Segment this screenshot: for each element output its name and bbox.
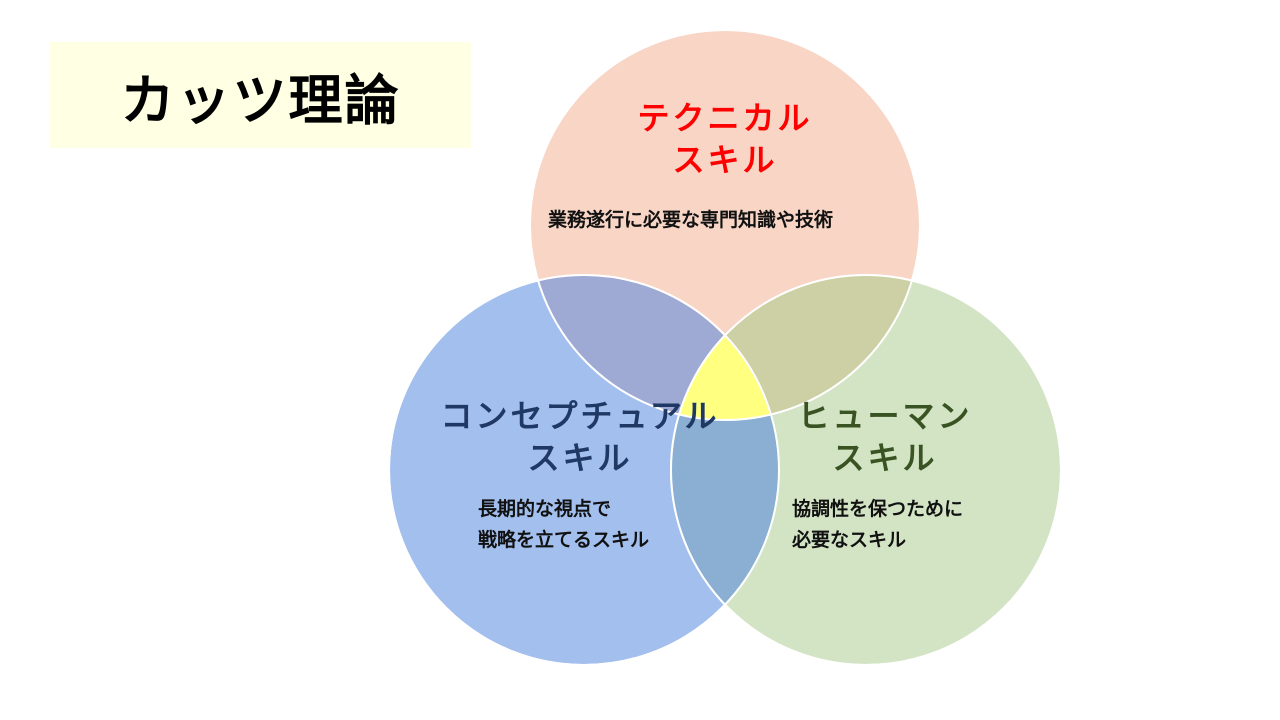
conceptual-label-line1: コンセプチュアル: [440, 397, 720, 435]
human-description-line2: 必要なスキル: [792, 529, 907, 551]
human-skill-label: ヒューマン スキル: [760, 395, 1010, 479]
page-title: カッツ理論: [120, 68, 401, 132]
human-description: 協調性を保つために 必要なスキル: [792, 494, 1032, 556]
conceptual-skill-label: コンセプチュアル スキル: [430, 395, 730, 479]
conceptual-description-line2: 戦略を立てるスキル: [478, 529, 650, 551]
conceptual-description-line1: 長期的な視点で: [478, 498, 612, 520]
technical-label-line2: スキル: [672, 141, 778, 179]
technical-human-overlap: [671, 275, 920, 420]
conceptual-label-line2: スキル: [527, 439, 633, 477]
human-label-line1: ヒューマン: [797, 397, 973, 435]
conceptual-description: 長期的な視点で 戦略を立てるスキル: [478, 494, 718, 556]
human-label-line2: スキル: [832, 439, 938, 477]
technical-skill-label: テクニカル スキル: [575, 97, 875, 181]
title-box: カッツ理論: [50, 42, 471, 148]
technical-description: 業務遂行に必要な専門知識や技術: [548, 209, 834, 231]
technical-conceptual-overlap: [530, 275, 779, 420]
human-description-line1: 協調性を保つために: [792, 498, 964, 520]
technical-label-line1: テクニカル: [637, 99, 813, 137]
